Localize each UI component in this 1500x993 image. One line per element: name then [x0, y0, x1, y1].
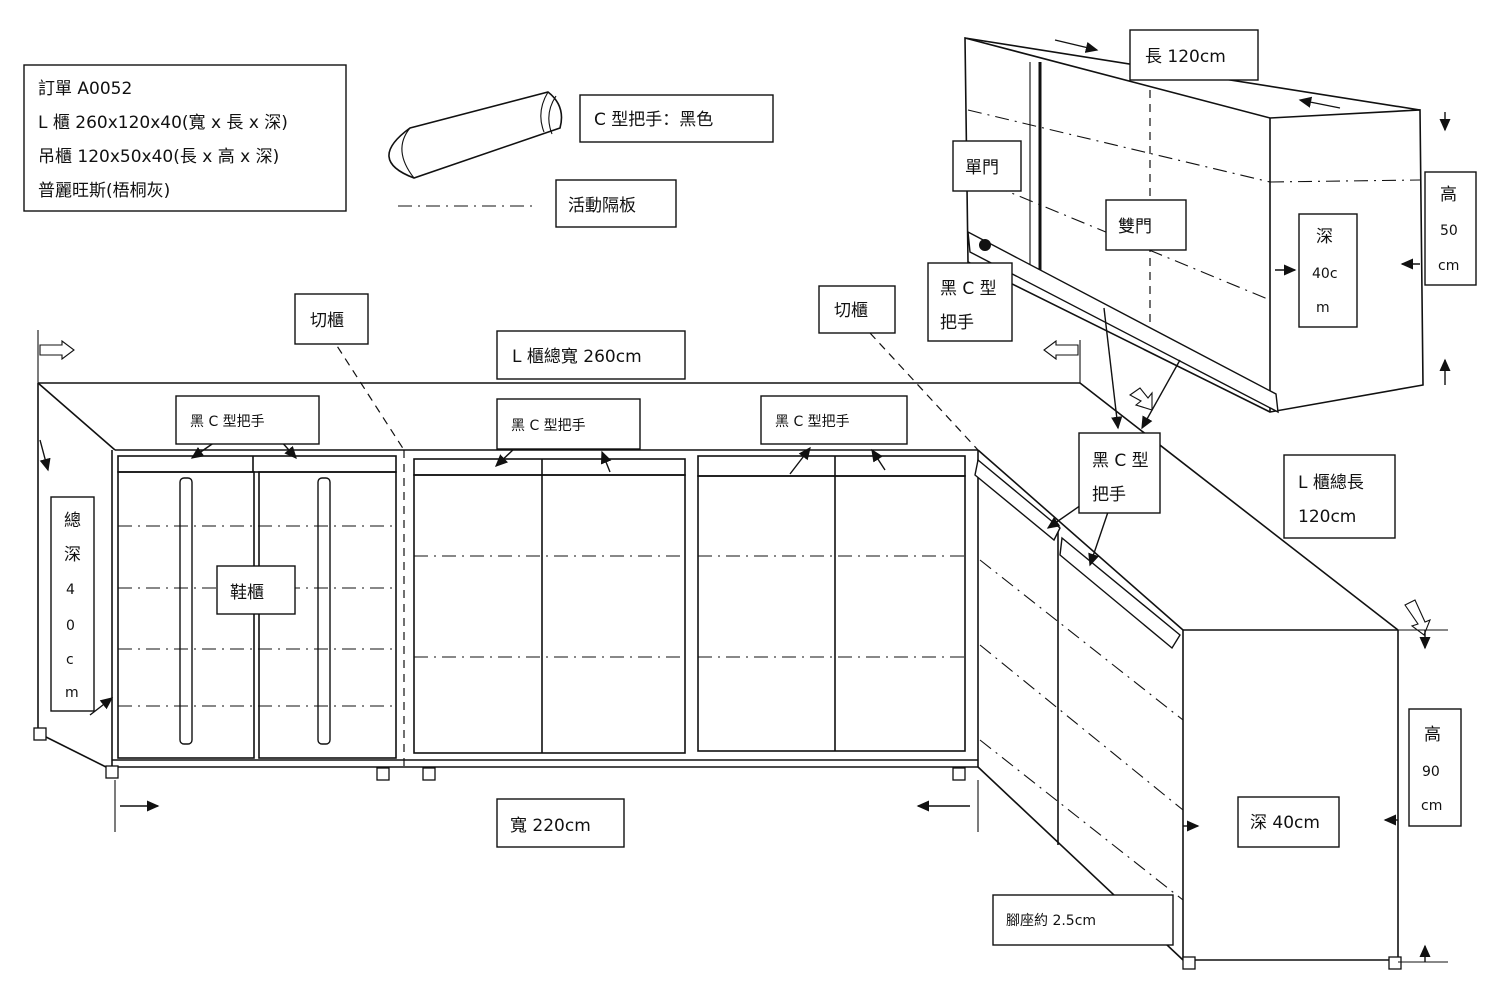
svg-text:黑 C 型: 黑 C 型: [940, 279, 997, 299]
order-info-box: 訂單 A0052 L 櫃 260x120x40(寬 x 長 x 深) 吊櫃 12…: [23, 64, 347, 212]
width-arrow-left-icon: [39, 339, 75, 361]
order-finish: 普麗旺斯(梧桐灰): [38, 181, 170, 201]
svg-text:cm: cm: [1421, 798, 1442, 814]
wall-handle-bar: [967, 230, 1279, 414]
svg-text:長 120cm: 長 120cm: [1145, 47, 1226, 67]
length-arrow-icon: [1404, 599, 1431, 636]
svg-text:40c: 40c: [1312, 266, 1338, 282]
single-door-label: 單門: [952, 140, 1022, 192]
cut-line-left-diag: [329, 334, 405, 451]
foot-4: [422, 767, 436, 781]
svg-text:寬 220cm: 寬 220cm: [510, 816, 591, 836]
foot-7: [1388, 956, 1402, 970]
svg-text:黑 C 型把手: 黑 C 型把手: [511, 418, 586, 434]
c-handle-legend: C 型把手：黑色: [579, 94, 774, 143]
l-cabinet: [37, 382, 1399, 961]
width-220-label: 寬 220cm: [496, 798, 625, 848]
wall-cabinet: [964, 36, 1424, 414]
svg-text:活動隔板: 活動隔板: [568, 196, 636, 216]
svg-text:高: 高: [1440, 185, 1457, 205]
svg-text:黑 C 型把手: 黑 C 型把手: [775, 414, 850, 430]
svg-text:C 型把手：黑色: C 型把手：黑色: [594, 110, 713, 130]
svg-text:120cm: 120cm: [1298, 507, 1356, 527]
svg-text:L 櫃總寬 260cm: L 櫃總寬 260cm: [512, 347, 642, 367]
svg-text:單門: 單門: [965, 158, 999, 178]
wall-length-label: 長 120cm: [1129, 29, 1259, 81]
svg-text:鞋櫃: 鞋櫃: [230, 583, 264, 603]
width-arrow-right-icon: [1043, 339, 1079, 361]
handle-label-2: 黑 C 型把手: [496, 398, 641, 450]
foot-6: [1182, 956, 1196, 970]
cut-label-left: 切櫃: [294, 293, 369, 345]
total-depth-label: 總 深 4 0 c m: [50, 496, 95, 712]
svg-text:50: 50: [1440, 223, 1458, 239]
handle-label-1: 黑 C 型把手: [175, 395, 320, 445]
total-length-label: L 櫃總長 120cm: [1283, 454, 1396, 539]
svg-text:深 40cm: 深 40cm: [1250, 813, 1320, 833]
svg-text:切櫃: 切櫃: [834, 301, 868, 321]
wall-handle-label: 黑 C 型 把手: [927, 262, 1013, 342]
shoe-cabinet: [117, 455, 397, 759]
double-door-label: 雙門: [1105, 199, 1187, 251]
svg-text:雙門: 雙門: [1118, 217, 1152, 237]
depth-40-label: 深 40cm: [1237, 796, 1340, 848]
wall-depth-label: 深 40c m: [1298, 213, 1358, 328]
svg-text:L 櫃總長: L 櫃總長: [1298, 473, 1364, 493]
svg-text:90: 90: [1422, 764, 1440, 780]
foot-5: [952, 767, 966, 781]
order-wall-cabinet-spec: 吊櫃 120x50x40(長 x 高 x 深): [38, 147, 279, 167]
svg-text:把手: 把手: [1092, 485, 1126, 505]
svg-text:黑 C 型把手: 黑 C 型把手: [190, 414, 265, 430]
svg-text:切櫃: 切櫃: [310, 311, 344, 331]
svg-text:cm: cm: [1438, 258, 1459, 274]
cut-label-right: 切櫃: [818, 285, 896, 334]
svg-text:c: c: [66, 652, 74, 668]
svg-text:m: m: [65, 685, 79, 701]
foot-2: [105, 765, 119, 779]
shoe-door-handle-right: [317, 477, 331, 745]
shoe-door-handle-left: [179, 477, 193, 745]
shelf-legend: 活動隔板: [398, 179, 677, 228]
foot-height-label: 腳座約 2.5cm: [992, 894, 1174, 946]
svg-text:深: 深: [1316, 227, 1333, 247]
cut-line-right-diag: [869, 332, 979, 451]
middle-cabinet: [413, 458, 686, 754]
foot-1: [33, 727, 47, 741]
order-number: 訂單 A0052: [38, 79, 132, 99]
wall-handle-knob-icon: [979, 239, 991, 251]
svg-text:高: 高: [1424, 725, 1441, 745]
side-handle-label: 黑 C 型 把手: [1078, 432, 1161, 514]
wall-height-label: 高 50 cm: [1424, 171, 1477, 286]
shoe-cabinet-label: 鞋櫃: [216, 565, 296, 615]
side-handle-bar-1: [974, 458, 1061, 542]
order-l-cabinet-spec: L 櫃 260x120x40(寬 x 長 x 深): [38, 113, 288, 133]
svg-text:4: 4: [66, 582, 75, 598]
height-90-label: 高 90 cm: [1408, 708, 1462, 827]
svg-text:深: 深: [64, 545, 81, 565]
handle-label-3: 黑 C 型把手: [760, 395, 908, 445]
side-handle-bar-2: [1059, 536, 1181, 650]
svg-text:腳座約 2.5cm: 腳座約 2.5cm: [1006, 913, 1096, 929]
svg-text:黑 C 型: 黑 C 型: [1092, 451, 1149, 471]
foot-3: [376, 767, 390, 781]
svg-text:把手: 把手: [940, 313, 974, 333]
c-handle-legend-icon: [388, 91, 563, 179]
svg-text:m: m: [1316, 300, 1330, 316]
svg-text:0: 0: [66, 618, 75, 634]
length-arrow-top-icon: [1128, 387, 1153, 411]
right-front-cabinet: [697, 455, 966, 752]
svg-text:總: 總: [64, 511, 81, 531]
total-width-label: L 櫃總寬 260cm: [496, 330, 686, 380]
